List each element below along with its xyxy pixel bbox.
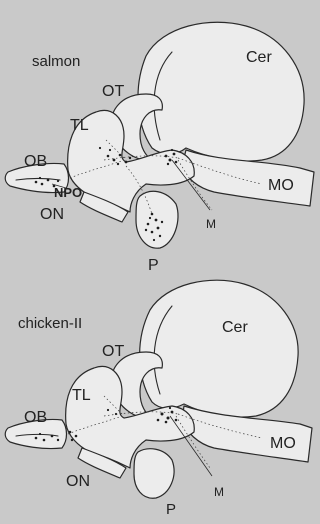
label-npo-salmon: NPO	[54, 185, 82, 200]
label-cer-chicken-ii: Cer	[222, 319, 248, 336]
label-p-chicken-ii: P	[166, 501, 176, 518]
panel-title-salmon: salmon	[32, 53, 80, 70]
label-p-salmon: P	[148, 257, 159, 274]
panel-title-chicken-ii: chicken-II	[18, 315, 82, 332]
label-on-chicken-ii: ON	[66, 473, 90, 490]
label-ob-salmon: OB	[24, 153, 47, 170]
label-mo-salmon: MO	[268, 177, 294, 194]
label-cer-salmon: Cer	[246, 49, 272, 66]
label-tl-salmon: TL	[70, 117, 89, 134]
label-mo-chicken-ii: MO	[270, 435, 296, 452]
label-m-salmon: M	[206, 217, 216, 231]
label-tl-chicken-ii: TL	[72, 387, 91, 404]
label-on-salmon: ON	[40, 206, 64, 223]
label-ot-salmon: OT	[102, 83, 124, 100]
label-ob-chicken-ii: OB	[24, 409, 47, 426]
label-m-chicken-ii: M	[214, 485, 224, 499]
cerebellum-outline-chicken-ii	[140, 280, 298, 417]
label-ot-chicken-ii: OT	[102, 343, 124, 360]
